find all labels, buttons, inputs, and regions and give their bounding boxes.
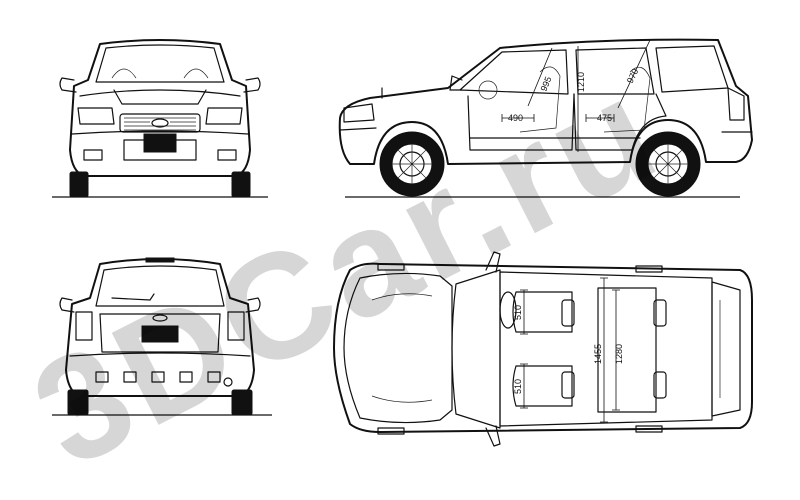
top-dim-rear-seat-width-label: 1280 [614, 344, 624, 364]
side-quarter-window [655, 45, 729, 93]
side-dim-rear-legroom: 475 [585, 113, 615, 123]
rear-tailgate [99, 313, 221, 353]
front-plate [143, 133, 177, 153]
rear-logo-icon [152, 314, 168, 322]
top-hood [343, 272, 453, 424]
top-hood-creases [371, 293, 433, 403]
front-mirror-left [59, 77, 77, 93]
top-mirror-left [485, 251, 501, 273]
front-logo-icon [151, 118, 169, 128]
rear-taillight-left [75, 311, 93, 341]
top-steering-wheel [499, 291, 517, 329]
front-hood-crease [113, 89, 207, 105]
top-rear-headrest-left [653, 299, 667, 327]
front-headlight-right [205, 107, 243, 125]
side-dim-door-height-label: 1210 [576, 72, 586, 92]
rear-brake-light [145, 257, 175, 263]
side-front-window [459, 49, 569, 95]
side-front-door [467, 93, 575, 151]
top-rear-bench [597, 287, 657, 413]
top-cabin [499, 271, 713, 427]
side-wheel-front [379, 131, 445, 197]
front-body-outline [69, 39, 251, 177]
rear-taillight-right [227, 311, 245, 341]
top-headrest-right [561, 371, 575, 399]
top-headrest-left [561, 299, 575, 327]
top-dim-front-seat-left: 510 [513, 289, 528, 335]
front-hood-line [79, 89, 241, 97]
top-dim-interior-width-label: 1455 [593, 344, 603, 364]
rear-plate [141, 325, 179, 343]
top-dim-front-seat-right-label: 510 [513, 379, 523, 394]
rear-bumper-top [69, 352, 251, 357]
top-wheel-fl [377, 263, 405, 271]
top-mirror-right [485, 425, 501, 447]
side-body-outline [338, 38, 753, 165]
side-mirror [449, 75, 463, 91]
side-view: 490 475 995 1210 970 [338, 38, 753, 198]
top-dim-interior-width: 1455 [593, 277, 608, 423]
rear-wiper [111, 293, 155, 301]
front-grille [119, 113, 201, 133]
side-dim-front-legroom: 490 [501, 113, 535, 123]
top-wheel-rr [635, 425, 663, 433]
front-bumper-top [71, 130, 249, 135]
front-tire-right [231, 171, 251, 198]
front-windshield [95, 44, 225, 83]
front-foglight-left [83, 149, 103, 161]
top-front-seat-right [512, 365, 573, 407]
rear-mirror-right [245, 297, 261, 313]
front-foglight-right [217, 149, 237, 161]
front-mirror-right [243, 77, 261, 93]
side-dim-door-height: 1210 [576, 46, 586, 152]
front-view [52, 39, 268, 198]
rear-tire-left [67, 389, 89, 416]
top-view: 510 510 1455 1280 [333, 251, 753, 447]
top-front-seat-left [512, 291, 573, 333]
top-dim-front-seat-left-label: 510 [513, 305, 523, 320]
rear-tire-right [231, 389, 253, 416]
side-rear-seat [603, 66, 651, 133]
top-wheel-rl [635, 265, 663, 273]
rear-bumper-steps [95, 371, 221, 383]
side-rear-window [575, 47, 655, 95]
rear-window [95, 265, 225, 307]
side-dim-rear-legroom-label: 475 [597, 113, 612, 123]
front-headlight-left [77, 107, 115, 125]
side-wheel-rear [635, 131, 701, 197]
side-dim-front-legroom-label: 490 [508, 113, 523, 123]
rear-view [52, 257, 272, 416]
top-windshield [451, 269, 501, 429]
front-grille-bars [124, 117, 196, 131]
rear-mirror-left [59, 297, 75, 313]
side-headlight [343, 103, 375, 123]
top-body-outline [333, 262, 753, 433]
side-rear-door [573, 93, 667, 151]
top-rear-glass [711, 281, 741, 417]
front-seat-headrests [111, 68, 209, 79]
side-taillight [727, 87, 745, 121]
top-dim-rear-seat-width: 1280 [612, 289, 624, 411]
top-dim-front-seat-right: 510 [513, 363, 528, 409]
front-tire-left [69, 171, 89, 198]
top-rear-headrest-right [653, 371, 667, 399]
side-bumpers [339, 127, 753, 133]
side-steering-wheel [478, 80, 498, 100]
top-wheel-fr [377, 427, 405, 435]
rear-exhaust [223, 377, 233, 387]
